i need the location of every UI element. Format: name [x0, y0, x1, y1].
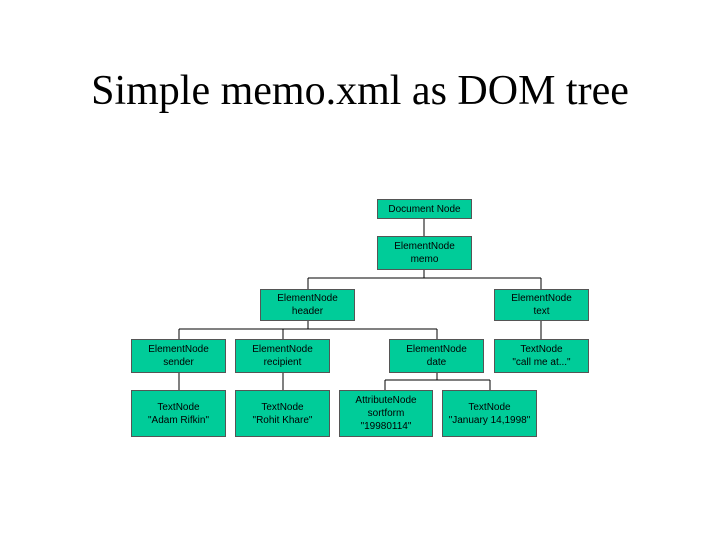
- node-text-sender-value: TextNode "Adam Rifkin": [131, 390, 226, 437]
- node-element-memo-line-2: memo: [410, 254, 439, 265]
- node-text-sender-value-line-2: "Adam Rifkin": [147, 414, 209, 426]
- node-text-date-value-line-2: "January 14,1998": [448, 414, 531, 426]
- node-attribute-sortform-line-3: "19980114": [360, 421, 412, 432]
- node-element-sender: ElementNode sender: [131, 339, 226, 373]
- node-text-call-me-line-2: "call me at...": [512, 357, 571, 368]
- node-element-memo-line-1: ElementNode: [394, 241, 455, 252]
- node-element-recipient-line-1: ElementNode: [252, 344, 313, 355]
- node-element-memo: ElementNode memo: [377, 236, 472, 270]
- node-element-header-line-2: header: [291, 306, 324, 317]
- node-element-text: ElementNode text: [494, 289, 589, 321]
- node-element-date: ElementNode date: [389, 339, 484, 373]
- node-document: Document Node: [377, 199, 472, 219]
- node-element-recipient-line-2: recipient: [263, 357, 302, 368]
- node-attribute-sortform: AttributeNode sortform "19980114": [339, 390, 433, 437]
- node-text-recipient-value: TextNode "Rohit Khare": [235, 390, 330, 437]
- node-element-date-line-1: ElementNode: [406, 344, 467, 355]
- node-text-recipient-value-line-2: "Rohit Khare": [252, 414, 313, 426]
- node-element-header: ElementNode header: [260, 289, 355, 321]
- slide-title: Simple memo.xml as DOM tree: [91, 68, 629, 114]
- node-text-call-me: TextNode "call me at...": [494, 339, 589, 373]
- node-text-call-me-line-1: TextNode: [520, 344, 563, 355]
- node-attribute-sortform-line-2: sortform: [367, 408, 405, 419]
- node-element-sender-line-2: sender: [163, 357, 194, 368]
- node-attribute-sortform-line-1: AttributeNode: [355, 395, 417, 406]
- node-element-sender-line-1: ElementNode: [148, 344, 209, 355]
- node-element-text-line-2: text: [533, 306, 550, 317]
- node-text-recipient-value-line-1: TextNode: [261, 401, 304, 413]
- node-element-recipient: ElementNode recipient: [235, 339, 330, 373]
- node-element-date-line-2: date: [426, 357, 447, 368]
- node-element-text-line-1: ElementNode: [511, 293, 572, 304]
- node-text-date-value: TextNode "January 14,1998": [442, 390, 537, 437]
- node-document-line-1: Document Node: [388, 203, 461, 215]
- node-element-header-line-1: ElementNode: [277, 293, 338, 304]
- node-text-sender-value-line-1: TextNode: [157, 401, 200, 413]
- node-text-date-value-line-1: TextNode: [468, 401, 511, 413]
